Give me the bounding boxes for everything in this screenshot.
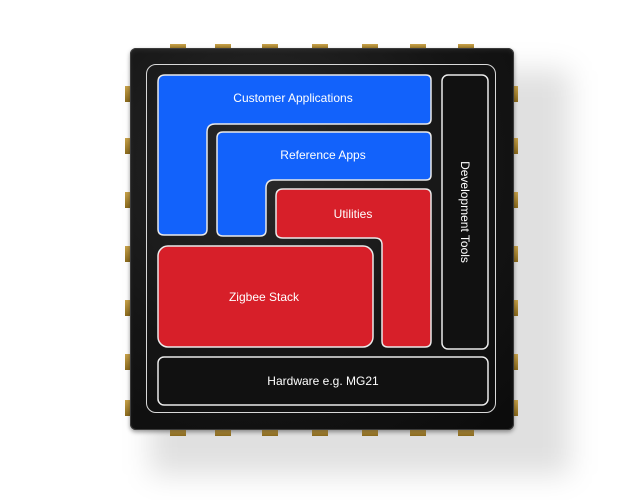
- chip-pin: [512, 400, 518, 416]
- chip-inner-border: [146, 64, 496, 413]
- chip-pin: [410, 44, 426, 50]
- chip-pin: [125, 86, 131, 102]
- reference-apps-block: [216, 131, 432, 237]
- chip-pin: [362, 44, 378, 50]
- customer-applications-block: [157, 74, 432, 236]
- chip-pin: [215, 44, 231, 50]
- zigbee-stack-label: Zigbee Stack: [228, 290, 300, 304]
- chip-pin: [125, 192, 131, 208]
- chip-pin: [262, 430, 278, 436]
- chip-pin: [362, 430, 378, 436]
- chip-pin: [125, 400, 131, 416]
- utilities-block: [275, 188, 432, 348]
- hardware-label: Hardware e.g. MG21: [267, 374, 379, 388]
- chip-pin: [458, 44, 474, 50]
- chip-pin: [170, 430, 186, 436]
- chip-pin: [512, 86, 518, 102]
- chip-pin: [262, 44, 278, 50]
- chip-pin: [512, 138, 518, 154]
- chip-pin: [125, 246, 131, 262]
- chip-pin: [458, 430, 474, 436]
- chip-pin: [125, 300, 131, 316]
- zigbee-stack-block: [157, 245, 374, 348]
- chip-pin: [312, 430, 328, 436]
- customer-applications-label: Customer Applications: [233, 91, 353, 105]
- chip-pin: [512, 192, 518, 208]
- development-tools-label: Development Tools: [458, 161, 472, 263]
- chip-pin: [125, 138, 131, 154]
- hardware-block: [157, 356, 489, 406]
- chip-pin: [170, 44, 186, 50]
- chip-pin: [512, 354, 518, 370]
- chip-pin: [312, 44, 328, 50]
- chip-pin: [215, 430, 231, 436]
- chip-pin: [512, 246, 518, 262]
- chip-pin: [410, 430, 426, 436]
- chip-pin: [512, 300, 518, 316]
- chip-pin: [125, 354, 131, 370]
- reference-apps-label: Reference Apps: [280, 148, 366, 162]
- utilities-label: Utilities: [333, 207, 373, 221]
- development-tools-block: [441, 74, 489, 350]
